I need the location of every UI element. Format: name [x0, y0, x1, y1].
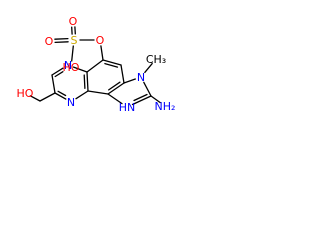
bond-C2-N1-inner — [57, 90, 67, 97]
bond-N1-C8b — [75, 90, 89, 100]
bond-C8b-C4a-inner — [83, 74, 86, 89]
atom-label-imidazole-n3: N — [137, 71, 145, 84]
atom-label-sulfonyl-o-left: O — [45, 35, 54, 48]
bond-C5-C5a-inner — [104, 62, 119, 68]
bond-C3a-N3 — [123, 78, 136, 84]
atom-label-amino: NH₂ — [155, 100, 176, 113]
bond-C2i-N1i — [131, 95, 152, 106]
bond-N3-C2i — [143, 81, 152, 97]
bond-N4-C3-inner — [54, 71, 64, 78]
bond-C2i-NH2 — [150, 95, 161, 104]
atom-label-pyrazine-n-bottom: N — [67, 96, 75, 109]
atom-label-sulfonyl-o-top: O — [69, 15, 78, 28]
bond-Cm-OHm — [29, 95, 41, 102]
bond-C8b-C4a — [86, 71, 89, 92]
atom-label-ester-o: O — [96, 34, 105, 47]
atom-label-hydroxymethyl-oh: HO — [17, 87, 34, 100]
bond-N1i-C8a — [107, 93, 123, 105]
atom-label-pyrazine-n-top: N — [64, 59, 72, 72]
bond-C3a-C8a-inner — [108, 81, 121, 91]
bond-C4a-N4 — [72, 66, 88, 73]
bond-C4a-C5 — [86, 59, 104, 73]
bond-C8a-C8b — [87, 90, 109, 95]
bond-S-OHs — [71, 45, 74, 62]
bond-C2i-N1i-inner — [133, 93, 148, 102]
bond-C5-O5 — [100, 45, 104, 61]
bond-C2-Cm — [39, 92, 56, 102]
bond-C2-N1 — [54, 92, 67, 100]
bond-layer — [29, 26, 161, 106]
atom-label-sulfur: S — [71, 34, 78, 47]
bond-C5-C5a — [102, 59, 122, 66]
bond-C3a-C8a — [107, 82, 125, 95]
bond-N4-C3 — [51, 67, 64, 76]
bond-N3-CH3 — [144, 62, 153, 74]
bond-C3-C2 — [51, 74, 56, 94]
bond-S-OS2-b — [54, 41, 69, 44]
atom-label-methyl: CH₃ — [146, 53, 166, 66]
bond-S-OS2-a — [54, 37, 69, 40]
atom-label-sulfonate-oh: HO — [63, 61, 80, 74]
atom-label-imidazole-nh: HN — [119, 101, 136, 114]
bond-C5a-C3a — [120, 64, 125, 84]
